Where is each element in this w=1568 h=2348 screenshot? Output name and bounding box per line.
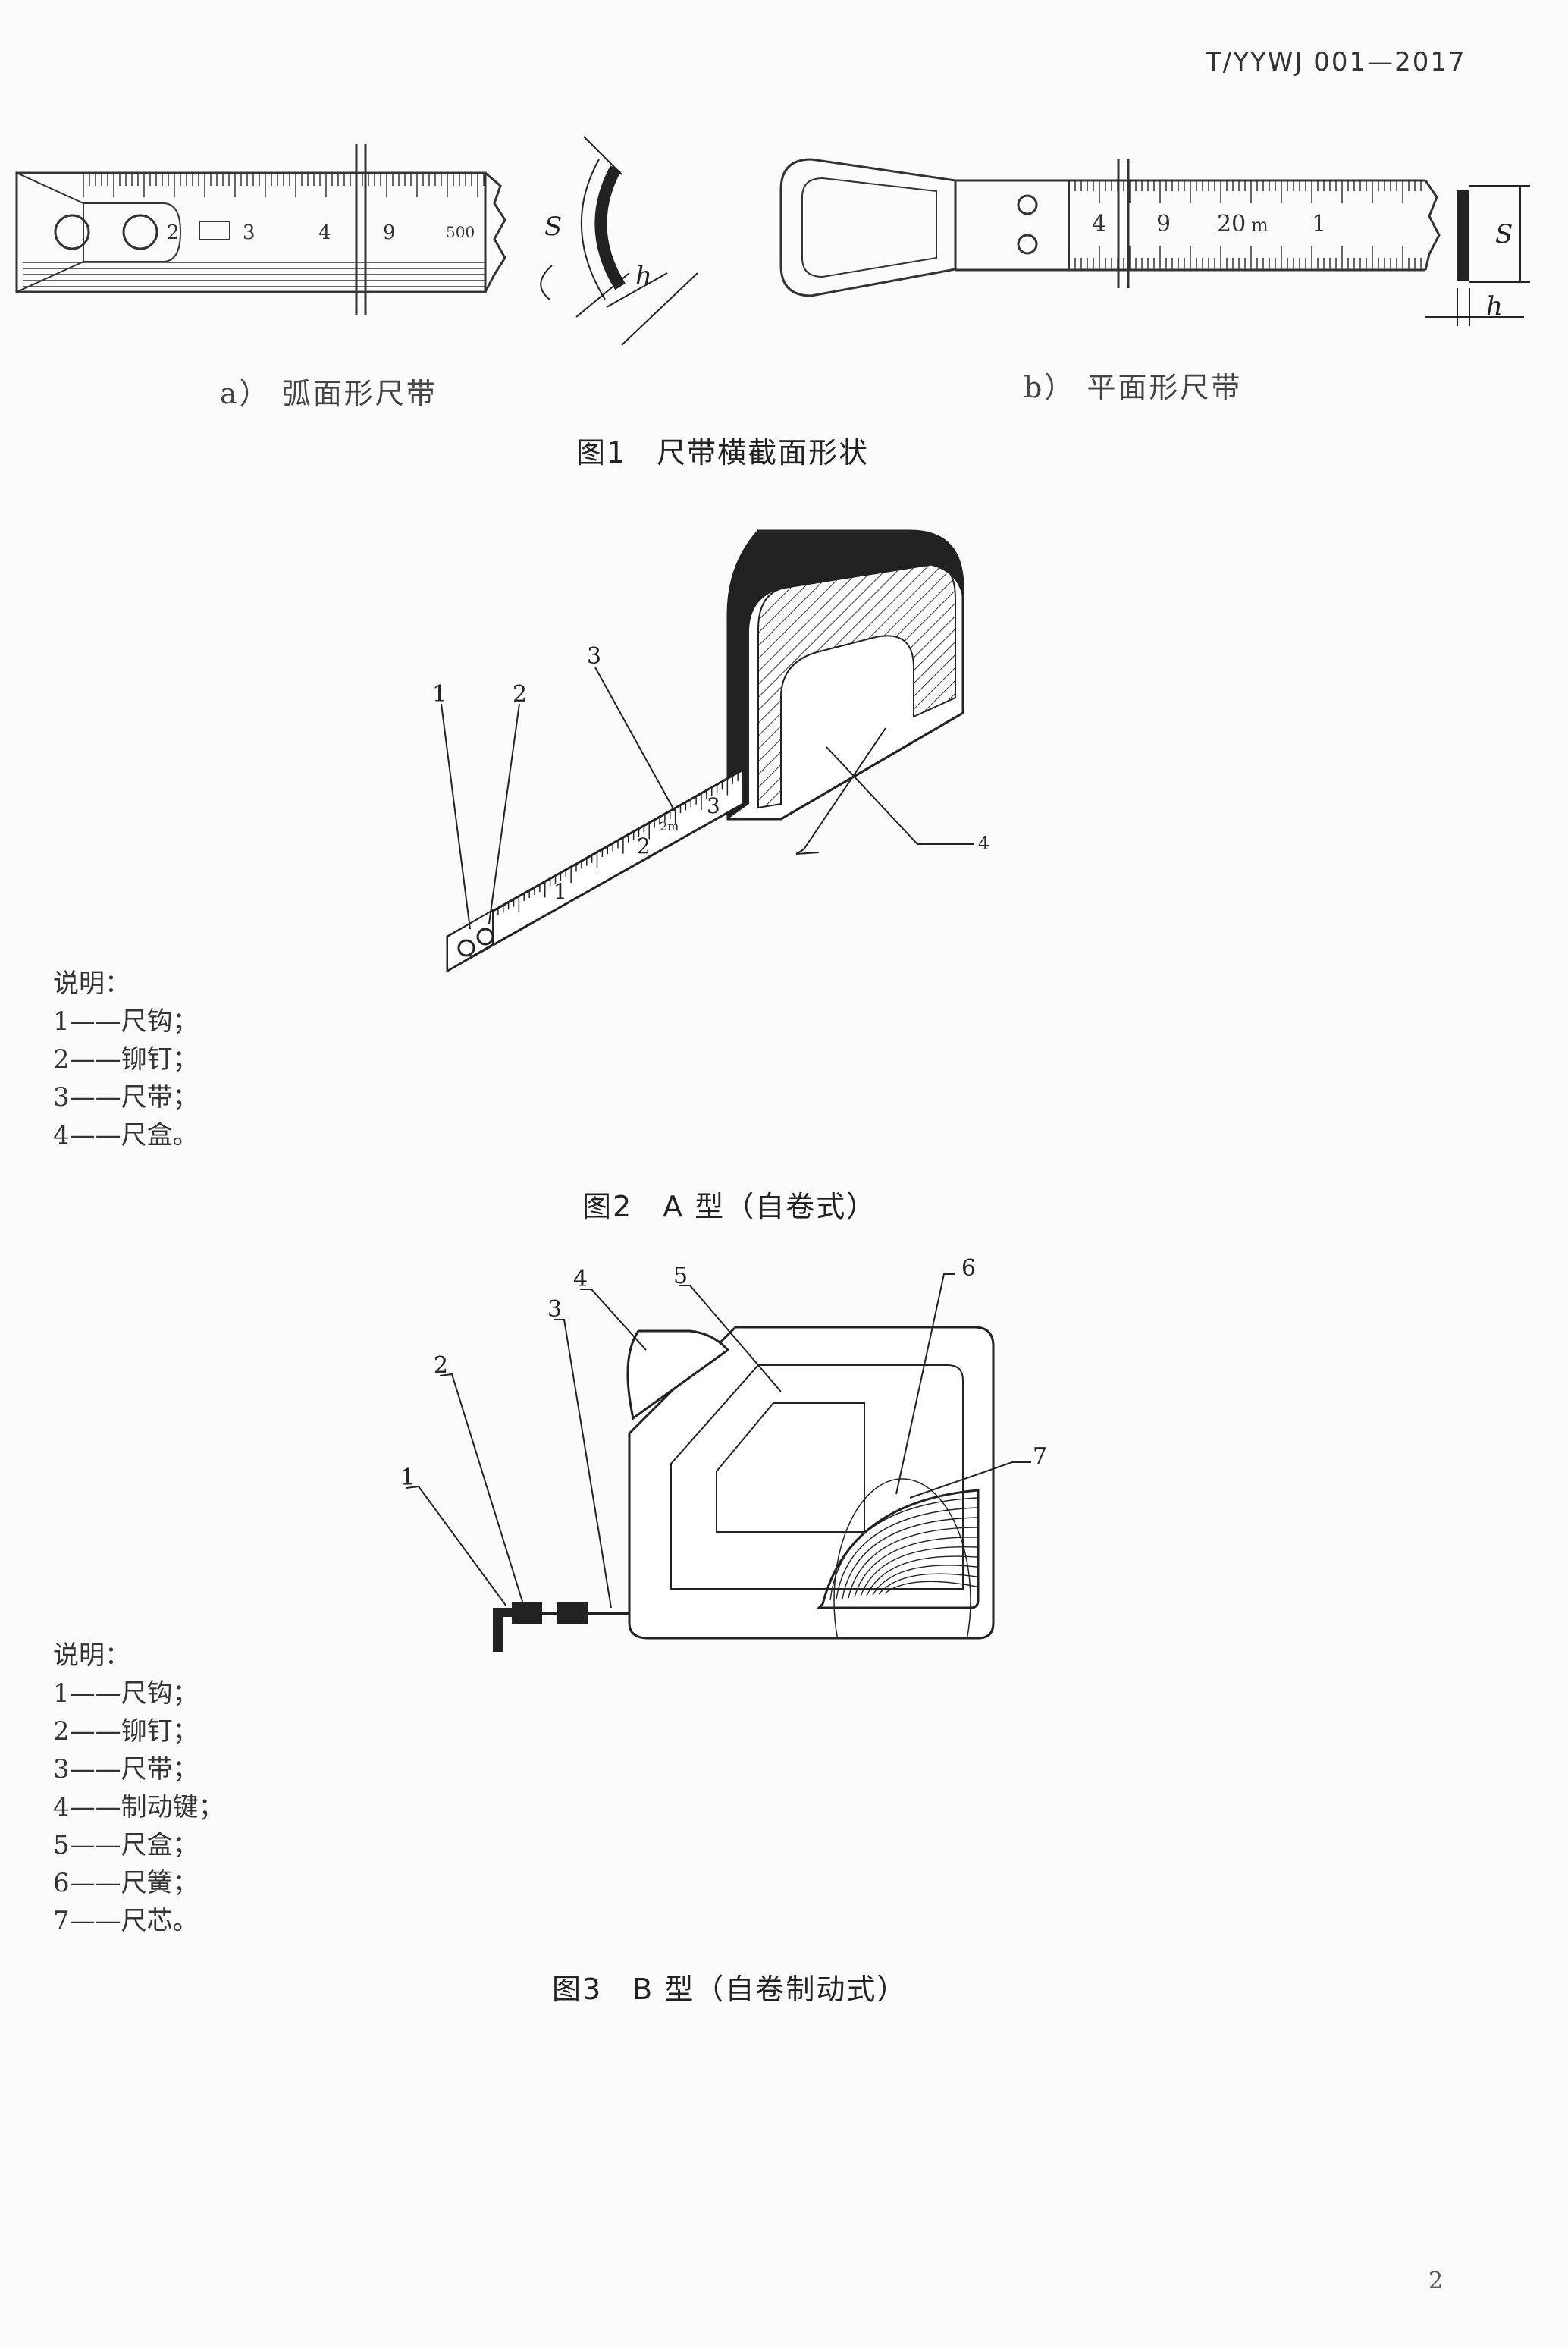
fig1b-num-9: 9 (1156, 211, 1171, 237)
fig1a-dim-h: h (635, 261, 652, 291)
figure1a-caption: a） 弧面形尺带 (220, 377, 437, 410)
fig1a-num-500: 500 (446, 223, 475, 241)
figure3-legend-item-5: 5——尺盒； (53, 1830, 199, 1860)
figure1a-drawing: 2 3 4 9 500 S h (15, 136, 698, 346)
fig3-callout-5: 5 (673, 1263, 688, 1289)
figure3-legend-item-2: 2——铆钉； (53, 1716, 199, 1747)
figure2-drawing: 1 2 3 2m 1 2 3 4 (432, 529, 989, 973)
fig1a-num-2: 2 (167, 221, 180, 244)
fig2-callout-3: 3 (587, 643, 601, 670)
figure2-legend-title: 说明： (53, 968, 130, 999)
fig2-callout-1: 1 (432, 681, 447, 708)
fig2-num-1: 1 (554, 879, 567, 904)
figure1b-drawing: 4 9 20 m 1 S h (779, 158, 1530, 326)
figure3-legend: 说明： 1——尺钩； 2——铆钉； 3——尺带； 4——制动键； 5——尺盒； … (53, 1637, 224, 1940)
fig1b-num-4: 4 (1092, 211, 1106, 237)
fig3-callout-4: 4 (573, 1266, 588, 1292)
figure2-caption: 图2 A 型（自卷式） (582, 1190, 877, 1223)
fig1b-unit-m: m (1251, 215, 1269, 236)
fig1b-dim-h: h (1486, 291, 1503, 322)
figure3-legend-item-6: 6——尺簧； (53, 1868, 199, 1898)
fig2-num-2: 2 (637, 833, 651, 859)
fig3-callout-6: 6 (961, 1255, 976, 1282)
figure1-caption: 图1 尺带横截面形状 (576, 436, 870, 469)
figure3-legend-item-7: 7——尺芯。 (53, 1906, 199, 1936)
figure2-legend: 说明： 1——尺钩； 2——铆钉； 3——尺带； 4——尺盒。 (53, 965, 199, 1154)
figure2-legend-item-2: 2——铆钉； (53, 1044, 199, 1075)
fig3-callout-7: 7 (1033, 1443, 1047, 1470)
fig1b-num-1: 1 (1312, 211, 1326, 237)
fig1b-num-20: 20 (1217, 211, 1246, 237)
figure2-legend-item-1: 1——尺钩； (53, 1006, 199, 1037)
figure3-legend-item-1: 1——尺钩； (53, 1678, 199, 1709)
fig1a-num-4: 4 (318, 221, 331, 244)
fig1a-num-9: 9 (383, 221, 396, 244)
figure3-legend-title: 说明： (53, 1640, 130, 1671)
fig1a-dim-s: S (544, 212, 562, 242)
fig3-callout-1: 1 (400, 1464, 415, 1491)
figure3-legend-item-3: 3——尺带； (53, 1754, 199, 1785)
fig2-callout-4: 4 (978, 833, 989, 854)
fig3-callout-3: 3 (547, 1296, 562, 1323)
fig1b-dim-s: S (1495, 219, 1513, 250)
figure3-caption: 图3 B 型（自卷制动式） (552, 1973, 908, 2006)
figure2-legend-item-4: 4——尺盒。 (53, 1120, 199, 1150)
page-number: 2 (1428, 2268, 1444, 2294)
figure3-drawing: 1 2 3 4 5 6 7 (400, 1255, 1047, 1652)
figure3-legend-item-4: 4——制动键； (53, 1792, 224, 1822)
standard-number: T/YYWJ 001—2017 (1206, 47, 1466, 77)
figure2-legend-item-3: 3——尺带； (53, 1082, 199, 1113)
fig2-badge-2m: 2m (660, 819, 679, 833)
fig3-callout-2: 2 (434, 1352, 448, 1379)
fig2-num-3: 3 (707, 793, 720, 818)
fig1a-num-3: 3 (243, 221, 256, 244)
fig2-callout-2: 2 (513, 681, 527, 708)
figure1b-caption: b） 平面形尺带 (1024, 371, 1243, 404)
